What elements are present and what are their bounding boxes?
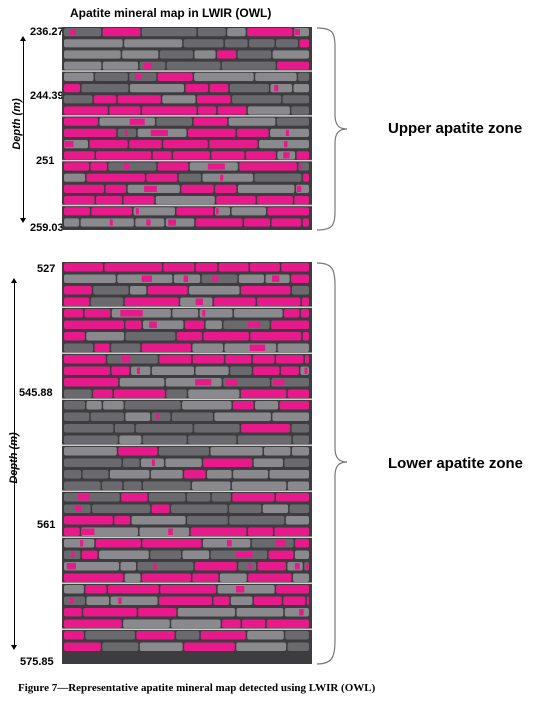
upper-axis-title: Depth (m) bbox=[11, 98, 23, 150]
lower-depth-label-3: 561 bbox=[37, 519, 56, 531]
lower-zone-brace bbox=[316, 262, 348, 665]
upper-depth-label-1: 236.27 bbox=[30, 26, 64, 38]
figure-title: Apatite mineral map in LWIR (OWL) bbox=[70, 6, 272, 20]
figure-caption: Figure 7—Representative apatite mineral … bbox=[18, 682, 376, 694]
upper-core-map-image bbox=[62, 27, 312, 230]
lower-depth-label-1: 527 bbox=[37, 263, 56, 275]
upper-depth-label-3: 251 bbox=[36, 155, 55, 167]
lower-depth-label-4: 575.85 bbox=[20, 656, 54, 668]
upper-depth-label-2: 244.39 bbox=[30, 90, 64, 102]
upper-depth-label-4: 259.03 bbox=[30, 222, 64, 234]
lower-depth-axis bbox=[14, 282, 15, 647]
lower-axis-title: Depth (m) bbox=[8, 432, 20, 484]
lower-zone-label: Lower apatite zone bbox=[388, 455, 524, 472]
lower-axis-arrow-down-icon bbox=[11, 645, 17, 650]
lower-core-map-image bbox=[62, 262, 312, 664]
upper-depth-axis bbox=[23, 40, 24, 220]
lower-axis-arrow-up-icon bbox=[11, 278, 17, 283]
lower-depth-label-2: 545.88 bbox=[19, 387, 53, 399]
upper-zone-brace bbox=[316, 27, 348, 231]
upper-zone-label: Upper apatite zone bbox=[388, 120, 523, 137]
upper-axis-arrow-down-icon bbox=[20, 218, 26, 223]
upper-axis-arrow-up-icon bbox=[20, 36, 26, 41]
